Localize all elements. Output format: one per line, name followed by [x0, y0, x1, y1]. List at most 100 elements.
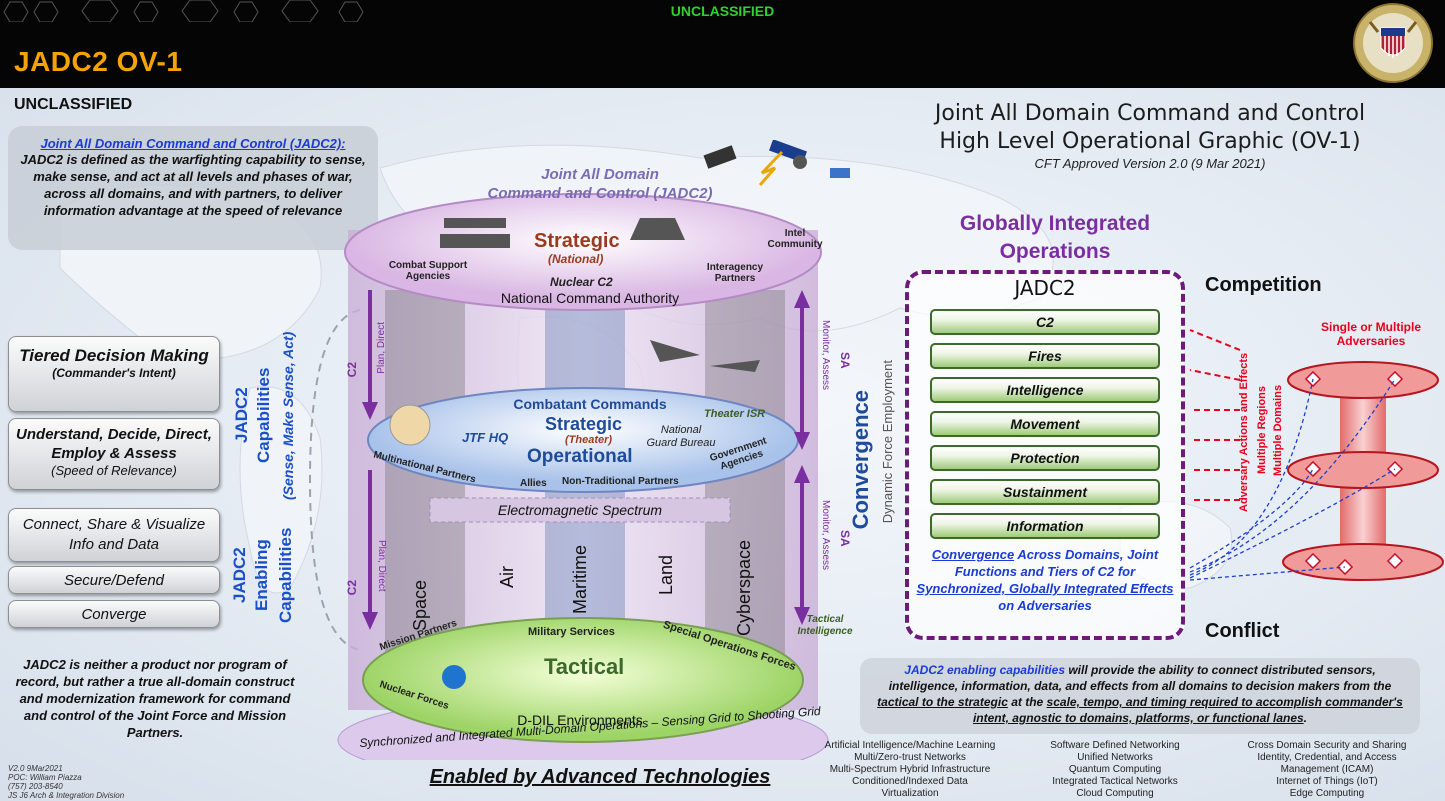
enabling-statement-1: JADC2 enabling capabilities [904, 663, 1065, 677]
dynamic-force-label: Dynamic Force Employment [880, 360, 895, 524]
sa-upper-label: SA [838, 352, 852, 369]
adversaries-label: Single or Multiple Adversaries [1320, 320, 1421, 348]
enabling-statement-box: JADC2 enabling capabilities will provide… [860, 658, 1420, 734]
joint-chiefs-seal-icon [1353, 3, 1433, 83]
tech-item: Artificial Intelligence/Machine Learning [824, 740, 996, 751]
function-protection: Protection [930, 445, 1160, 471]
tech-item: Edge Computing [1289, 788, 1365, 799]
cylinder-title: Joint All Domain Command and Control (JA… [430, 165, 770, 203]
enabling-statement-4: at the [1007, 695, 1047, 709]
gio-title: Globally Integrated Operations [959, 212, 1151, 263]
tech-item: Cloud Computing [1076, 788, 1154, 799]
converge-label: Converge [81, 606, 147, 623]
convergence-statement: Convergence Across Domains, Joint Functi… [912, 546, 1178, 614]
national-label: (National) [548, 252, 604, 266]
cylinder-title-line1: Joint All Domain [541, 166, 659, 183]
function-fires: Fires [930, 343, 1160, 369]
main-title-line2: High Level Operational Graphic (OV-1) [939, 129, 1361, 154]
enabled-by-title: Enabled by Advanced Technologies [429, 766, 771, 788]
theater-label: (Theater) [565, 434, 613, 446]
cylinder-title-line2: Command and Control (JADC2) [487, 185, 713, 202]
secure-defend-box: Secure/Defend [8, 566, 220, 594]
page-title: JADC2 OV-1 [14, 46, 183, 77]
nca-label: National Command Authority [500, 290, 680, 306]
classification-banner: UNCLASSIFIED [670, 3, 775, 19]
domain-space: Space [410, 580, 430, 632]
convergence-statement-3: Synchronized, Globally Integrated Effect… [916, 581, 1174, 596]
meta-version: V2.0 9Mar2021 [8, 764, 63, 773]
definition-box: Joint All Domain Command and Control (JA… [8, 126, 378, 250]
tactical-intel-label: Tactical Intelligence [797, 614, 853, 637]
tech-item: Management (ICAM) [1280, 764, 1374, 775]
convergence-vertical: Convergence [848, 390, 873, 530]
tech-item: Virtualization [881, 788, 939, 799]
tech-item: Identity, Credential, and Access [1257, 752, 1397, 763]
enabling-statement-6: . [1303, 711, 1308, 725]
intel-community-label: Intel Community [767, 228, 823, 250]
conflict-label: Conflict [1205, 620, 1280, 642]
connect-share-box: Connect, Share & Visualize Info and Data [8, 508, 220, 562]
meta-poc: POC: William Piazza [8, 773, 82, 782]
non-traditional-label: Non-Traditional Partners [562, 476, 679, 487]
tiered-title: Tiered Decision Making [19, 346, 209, 365]
enabling-label: Enabling [252, 539, 271, 611]
converge-box: Converge [8, 600, 220, 628]
capabilities-bracket [308, 309, 361, 651]
tech-item: Unified Networks [1077, 752, 1153, 763]
interagency-label: Interagency Partners [706, 262, 764, 284]
tiered-sub: (Commander's Intent) [52, 366, 176, 380]
tech-column-1: Artificial Intelligence/Machine Learning… [795, 740, 1025, 800]
tech-item: Software Defined Networking [1050, 740, 1180, 751]
classification-label: UNCLASSIFIED [14, 96, 133, 113]
domain-air: Air [497, 566, 517, 588]
plan-direct-upper: Plan, Direct [376, 322, 387, 374]
header-bar [0, 0, 1445, 88]
bottom-note: JADC2 is neither a product nor program o… [15, 657, 295, 740]
adversary-cylinder-graphic [1189, 329, 1444, 581]
tech-item: Multi/Zero-trust Networks [854, 752, 966, 763]
convergence-statement-1: Convergence [931, 547, 1015, 562]
enabling-statement-3: tactical to the strategic [877, 695, 1008, 709]
main-title-line1: Joint All Domain Command and Control [934, 101, 1366, 126]
theater-isr-label: Theater ISR [704, 408, 766, 420]
jtf-hq-label: JTF HQ [462, 430, 509, 445]
hex-pattern-decoration [3, 0, 364, 22]
combat-support-label: Combat Support Agencies [388, 260, 468, 282]
ddil-label: D-DIL Environments [517, 712, 643, 728]
tech-item: Conditioned/Indexed Data [852, 776, 968, 787]
combatant-commands-label: Combatant Commands [513, 396, 667, 412]
national-guard-label: National Guard Bureau [646, 424, 716, 449]
capabilities-jadc2-label: JADC2 [232, 387, 251, 443]
definition-title: Joint All Domain Command and Control (JA… [40, 136, 346, 151]
jadc2-box-title: JADC2 [1014, 276, 1076, 300]
c2-upper-label: C2 [345, 362, 359, 378]
function-sustainment: Sustainment [930, 479, 1160, 505]
em-spectrum-label: Electromagnetic Spectrum [497, 502, 663, 518]
connect-share-label: Connect, Share & Visualize Info and Data [22, 516, 206, 553]
plan-direct-lower: Plan, Direct [376, 540, 387, 592]
definition-text: JADC2 is defined as the warfighting capa… [20, 152, 366, 218]
domain-cyberspace: Cyberspace [734, 540, 754, 637]
strategic-theater-label: Strategic [545, 414, 623, 434]
competition-label: Competition [1205, 274, 1322, 296]
strategic-national-label: Strategic [534, 230, 620, 252]
understand-title: Understand, Decide, Direct, Employ & Ass… [16, 426, 212, 462]
meta-division: JS J6 Arch & Integration Division [8, 791, 125, 800]
tech-column-3: Cross Domain Security and Sharing Identi… [1212, 740, 1442, 800]
satellite-icons [703, 140, 850, 178]
understand-sub: (Speed of Relevance) [51, 463, 177, 478]
tech-item: Integrated Tactical Networks [1052, 776, 1178, 787]
main-title: Joint All Domain Command and Control Hig… [880, 100, 1420, 156]
version-line: CFT Approved Version 2.0 (9 Mar 2021) [1034, 156, 1266, 171]
enabling-statement-2: will provide the ability to connect dist… [888, 663, 1392, 693]
jadc2-cylinder-graphic [337, 140, 850, 760]
monitor-assess-lower: Monitor, Assess [820, 500, 831, 571]
domain-maritime: Maritime [570, 545, 590, 615]
tiered-decision-box: Tiered Decision Making (Commander's Inte… [8, 336, 220, 412]
convergence-statement-4: on Adversaries [998, 598, 1092, 613]
meta-phone: (757) 203-8540 [8, 782, 63, 791]
understand-box: Understand, Decide, Direct, Employ & Ass… [8, 418, 220, 490]
function-information: Information [930, 513, 1160, 539]
c2-lower-label: C2 [345, 580, 359, 596]
monitor-assess-upper: Monitor, Assess [820, 320, 831, 391]
